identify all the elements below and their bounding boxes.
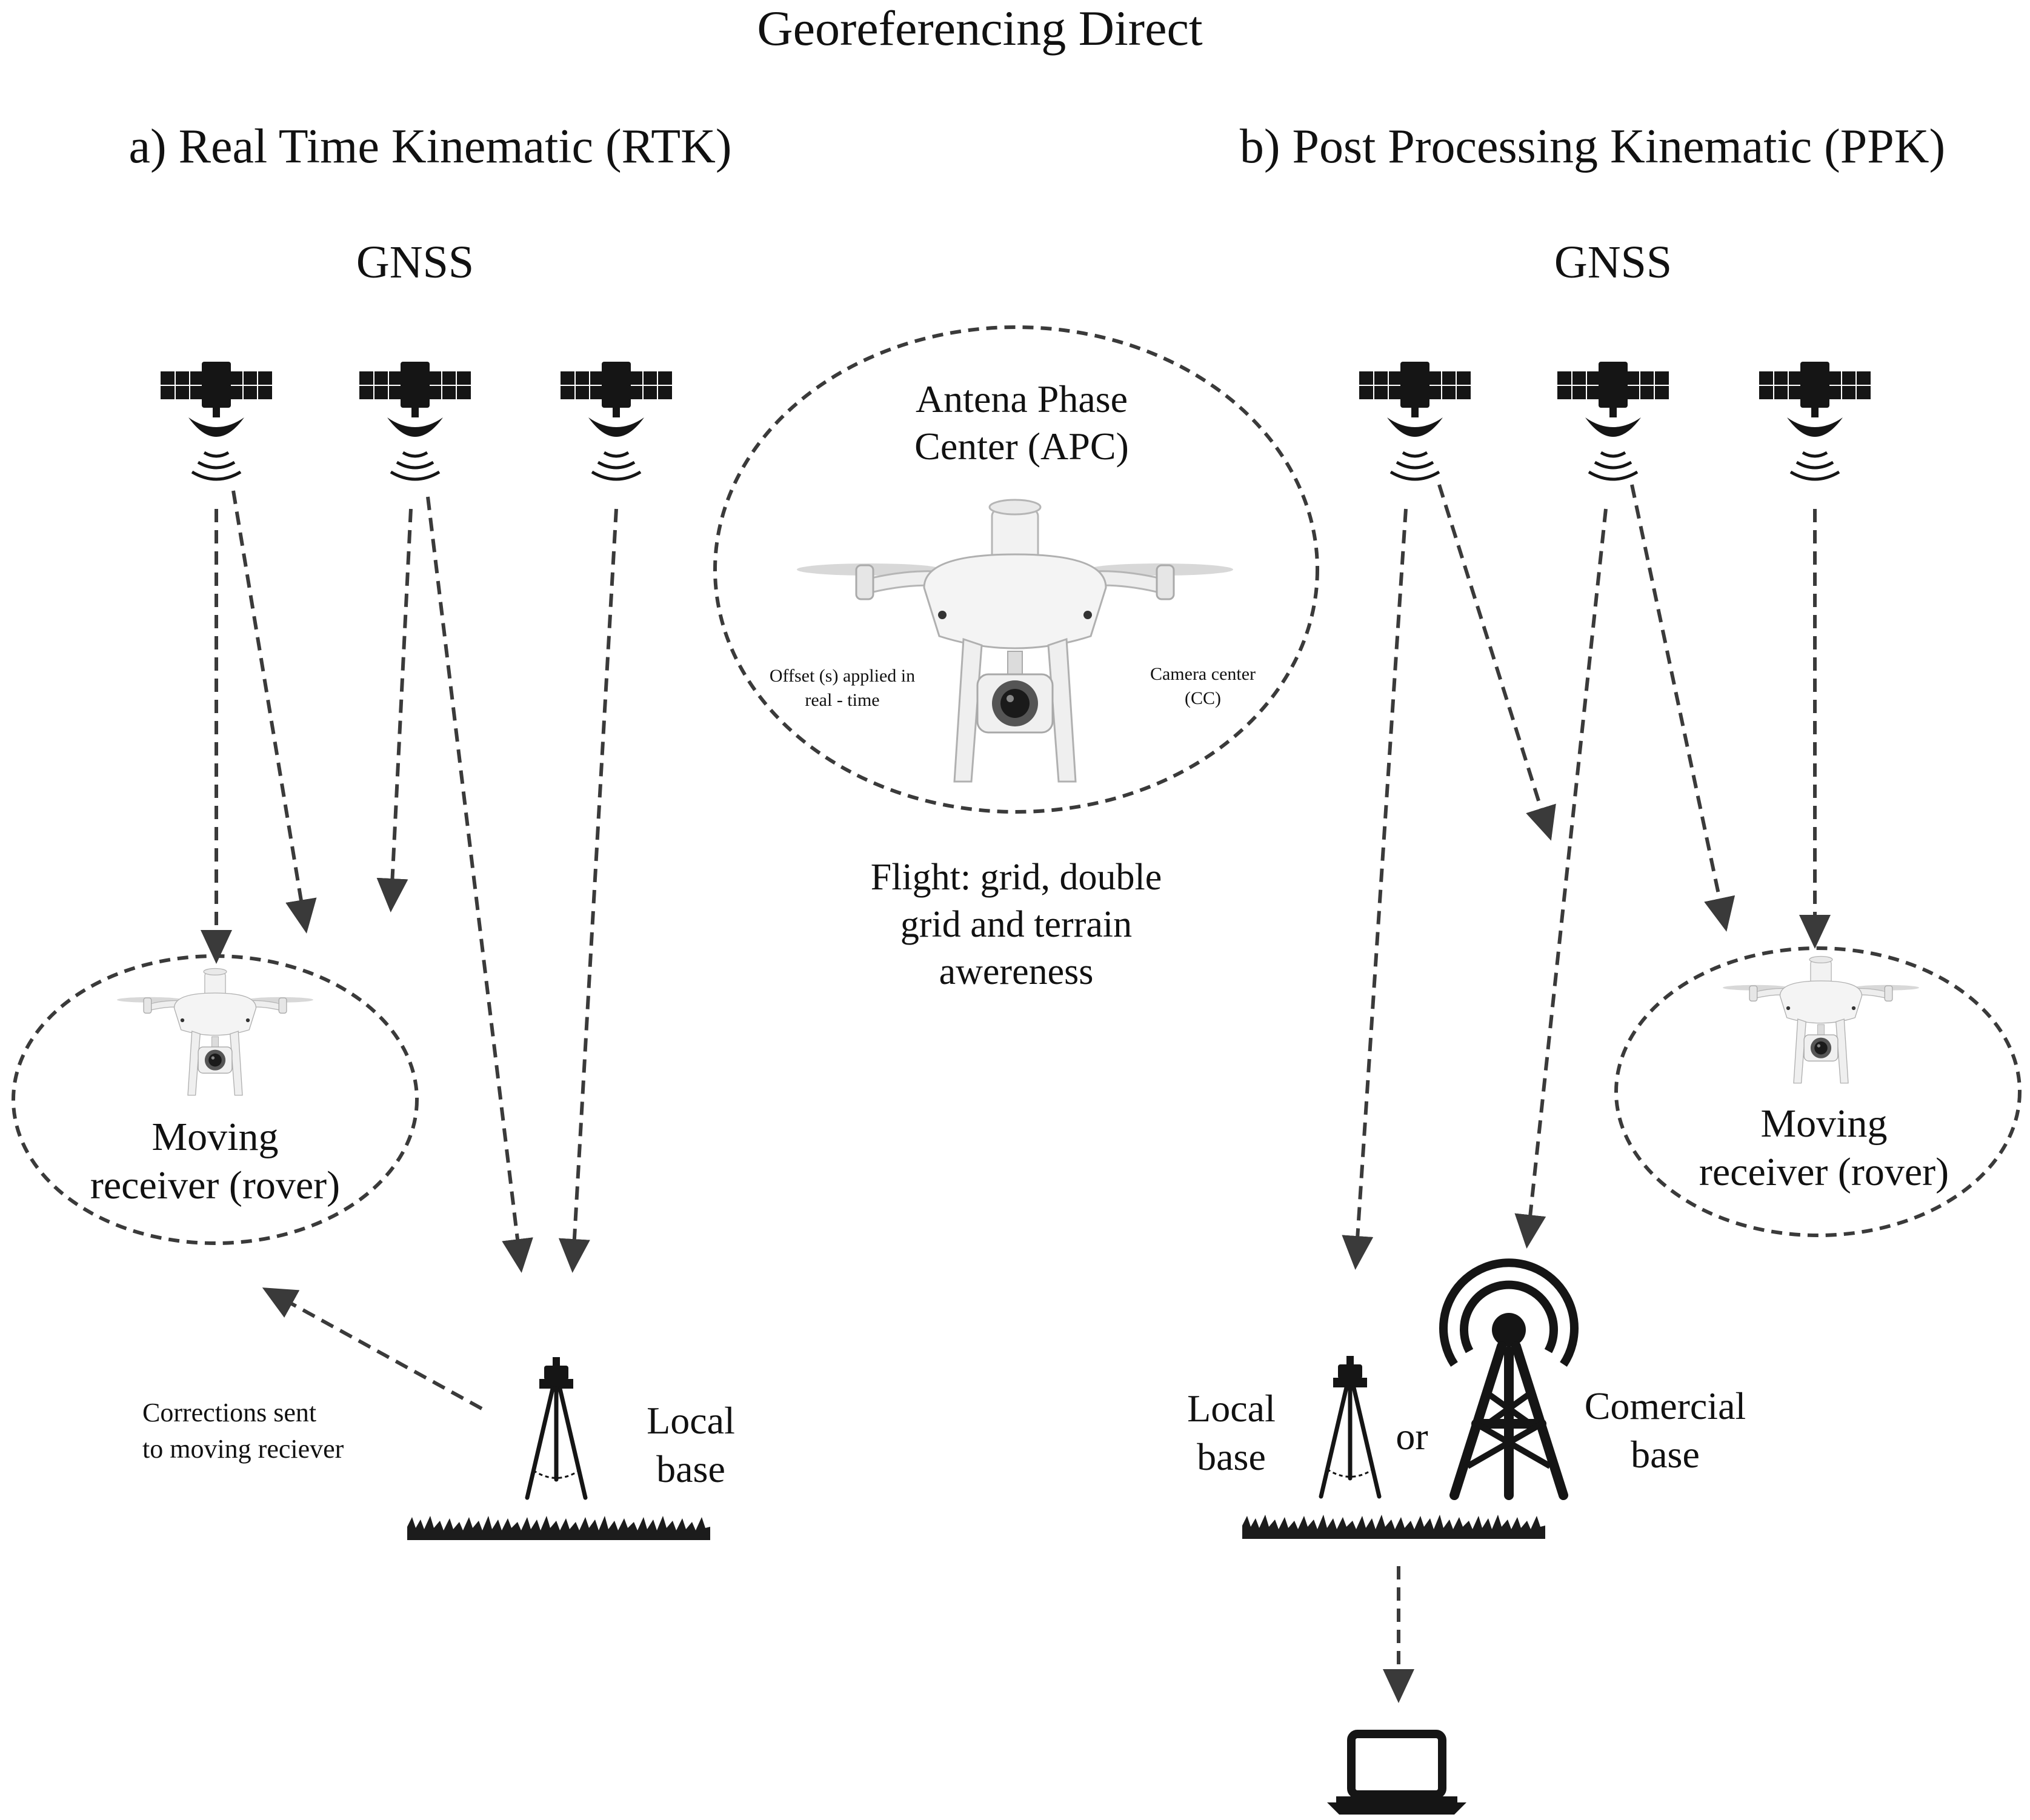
flight-label-line1: Flight: grid, double [871, 857, 1162, 898]
satellite-icon [359, 362, 471, 479]
rtk-base-label-line1: Local [647, 1399, 735, 1442]
drone-icon [796, 499, 1234, 783]
apc-label-line2: Center (APC) [914, 425, 1129, 468]
drone-icon [116, 968, 314, 1096]
offset-label-line1: Offset (s) applied in [770, 666, 915, 686]
satellite-icon [161, 362, 272, 479]
signal-arrow [558, 508, 618, 1273]
commercial-base-label-line2: base [1631, 1433, 1700, 1476]
grass-ground-icon [1242, 1515, 1545, 1539]
signal-arrow [1514, 508, 1608, 1249]
apc-ellipse [713, 325, 1319, 814]
satellite-icon [561, 362, 672, 479]
ppk-gnss-label: GNSS [1554, 237, 1672, 288]
tripod-icon [527, 1357, 585, 1498]
satellite-icon [1557, 362, 1669, 479]
ppk-rover-label-line1: Moving [1760, 1101, 1887, 1146]
satellite-icon [1759, 362, 1871, 479]
radio-tower-icon [1439, 1258, 1579, 1500]
camera-label-line2: (CC) [1185, 688, 1221, 708]
drone-icon [1722, 955, 1920, 1084]
or-label: or [1396, 1415, 1428, 1458]
corrections-label-line1: Corrections sent [142, 1398, 316, 1427]
rtk-gnss-label: GNSS [356, 237, 474, 288]
signal-arrow [1630, 484, 1735, 932]
signal-arrow [376, 508, 413, 912]
corrections-label-line2: to moving reciever [142, 1434, 344, 1464]
ppk-local-base-label-line2: base [1197, 1435, 1266, 1478]
grass-ground-icon [407, 1516, 710, 1540]
signal-arrow [1437, 484, 1556, 841]
commercial-base-label-line1: Comercial [1585, 1384, 1746, 1427]
page-title: Georeferencing Direct [757, 1, 1202, 56]
corrections-arrow [262, 1287, 483, 1410]
rtk-rover-label-line2: receiver (rover) [90, 1163, 340, 1207]
rtk-rover-label-line1: Moving [151, 1115, 278, 1159]
signal-arrow [231, 490, 317, 934]
flight-label-line2: grid and terrain [900, 904, 1132, 945]
apc-label-line1: Antena Phase [916, 377, 1128, 420]
camera-label-line1: Camera center [1150, 664, 1256, 684]
signal-arrow [1342, 508, 1408, 1270]
ppk-rover-label-line2: receiver (rover) [1699, 1150, 1949, 1194]
satellite-icon [1359, 362, 1471, 479]
tripod-icon [1321, 1356, 1379, 1496]
laptop-icon [1327, 1730, 1466, 1815]
ppk-heading: b) Post Processing Kinematic (PPK) [1240, 120, 1945, 173]
rtk-base-label-line2: base [656, 1447, 725, 1490]
flight-label-line3: awereness [939, 951, 1094, 992]
rtk-heading: a) Real Time Kinematic (RTK) [129, 120, 732, 173]
signal-arrow [426, 496, 533, 1273]
offset-label-line2: real - time [805, 690, 879, 710]
ppk-local-base-label-line1: Local [1187, 1387, 1276, 1430]
